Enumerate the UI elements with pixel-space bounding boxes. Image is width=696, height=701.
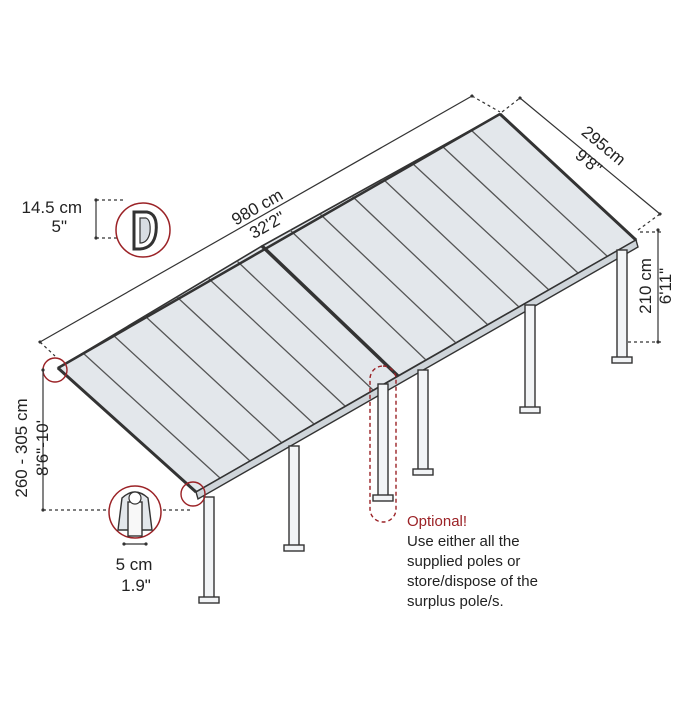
gutter-in-label: 5"	[52, 217, 68, 236]
note-line: supplied poles or	[407, 553, 520, 570]
gutter-profile-detail	[115, 202, 171, 258]
post-foot	[412, 468, 434, 476]
note-line: surplus pole/s.	[407, 593, 504, 610]
dimension-lines	[38, 94, 662, 546]
post-foot	[372, 494, 394, 502]
post-foot	[198, 596, 220, 604]
corner-marker-front	[180, 481, 206, 507]
pole-profile-detail	[108, 485, 162, 539]
post-foot	[611, 356, 633, 364]
post	[524, 304, 536, 411]
height-ft-label: 6'11"	[656, 268, 675, 304]
left-side-bar	[56, 366, 198, 494]
post	[203, 496, 215, 601]
height-cm-label: 210 cm	[636, 258, 655, 314]
optional-note: Optional! Use either all the supplied po…	[407, 513, 538, 610]
post	[288, 445, 300, 549]
post-foot	[283, 544, 305, 552]
note-line: store/dispose of the	[407, 573, 538, 590]
post	[616, 249, 628, 361]
posts	[198, 249, 633, 604]
optional-pole-highlight	[369, 365, 397, 523]
pole-in-label: 1.9"	[121, 576, 151, 595]
roof	[56, 112, 639, 501]
wall-height-cm-label: 260 - 305 cm	[12, 398, 31, 497]
note-line: Use either all the	[407, 533, 520, 550]
wall-height-ft-label: 8'6"-10'	[33, 420, 52, 476]
post-foot	[519, 406, 541, 414]
pole-cm-label: 5 cm	[116, 555, 153, 574]
post	[377, 383, 389, 499]
gutter-cm-label: 14.5 cm	[22, 198, 82, 217]
post	[417, 369, 429, 473]
note-title: Optional!	[407, 513, 467, 530]
